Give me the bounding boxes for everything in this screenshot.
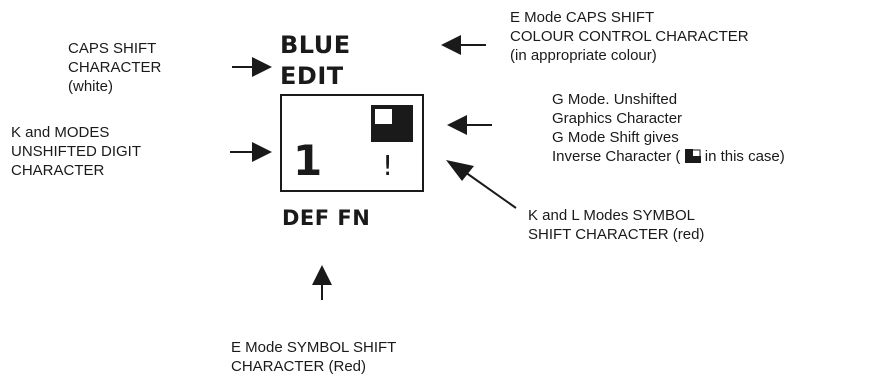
e-mode-caps-label: E Mode CAPS SHIFT COLOUR CONTROL CHARACT… bbox=[510, 8, 749, 65]
key-top-caps-label: EDIT bbox=[280, 62, 344, 90]
key-top-colour-label: BLUE bbox=[280, 31, 351, 59]
e-mode-symbol-line-2: CHARACTER (Red) bbox=[231, 358, 367, 375]
arrow-g-mode bbox=[447, 115, 492, 135]
caps-shift-label: CAPS SHIFT CHARACTER (white) bbox=[68, 39, 161, 96]
kl-modes-line-1: K and L Modes SYMBOL bbox=[528, 207, 696, 224]
arrow-e-mode-symbol bbox=[312, 265, 332, 300]
key-cap bbox=[280, 94, 424, 192]
key-below-label: DEF FN bbox=[282, 206, 371, 230]
g-mode-line-1: G Mode. Unshifted bbox=[552, 91, 678, 108]
caps-shift-line-1: CAPS SHIFT bbox=[68, 40, 157, 57]
e-mode-caps-line-1: E Mode CAPS SHIFT bbox=[510, 9, 655, 26]
g-mode-label: G Mode. Unshifted Graphics Character G M… bbox=[552, 90, 785, 166]
e-mode-symbol-line-1: E Mode SYMBOL SHIFT bbox=[231, 339, 397, 356]
g-mode-line-4: Inverse Character ( in this case) bbox=[552, 147, 785, 166]
caps-shift-line-3: (white) bbox=[68, 78, 114, 95]
k-modes-label: K and MODES UNSHIFTED DIGIT CHARACTER bbox=[11, 123, 141, 180]
g-mode-inverse-suffix: in this case) bbox=[704, 148, 785, 165]
key-symbol: ! bbox=[382, 149, 394, 182]
kl-modes-label: K and L Modes SYMBOL SHIFT CHARACTER (re… bbox=[528, 206, 704, 244]
e-mode-caps-line-3: (in appropriate colour) bbox=[510, 47, 657, 64]
e-mode-caps-line-2: COLOUR CONTROL CHARACTER bbox=[510, 28, 749, 45]
g-mode-line-3: G Mode Shift gives bbox=[552, 129, 679, 146]
e-mode-symbol-label: E Mode SYMBOL SHIFT CHARACTER (Red) bbox=[231, 338, 396, 376]
quadrant-graphic-icon bbox=[371, 105, 413, 142]
key-digit: 1 bbox=[293, 136, 323, 185]
arrow-kl-symbol bbox=[446, 160, 517, 209]
kl-modes-line-2: SHIFT CHARACTER (red) bbox=[528, 226, 705, 243]
arrow-caps-shift bbox=[232, 57, 272, 77]
arrow-e-mode-caps bbox=[441, 35, 486, 55]
g-mode-line-2: Graphics Character bbox=[552, 110, 683, 127]
caps-shift-line-2: CHARACTER bbox=[68, 59, 162, 76]
inverse-quadrant-graphic-icon bbox=[684, 149, 701, 163]
k-modes-line-1: K and MODES bbox=[11, 124, 110, 141]
g-mode-inverse-text: Inverse Character ( bbox=[552, 148, 681, 165]
k-modes-line-2: UNSHIFTED DIGIT bbox=[11, 143, 141, 160]
arrow-k-modes bbox=[230, 142, 272, 162]
k-modes-line-3: CHARACTER bbox=[11, 162, 105, 179]
